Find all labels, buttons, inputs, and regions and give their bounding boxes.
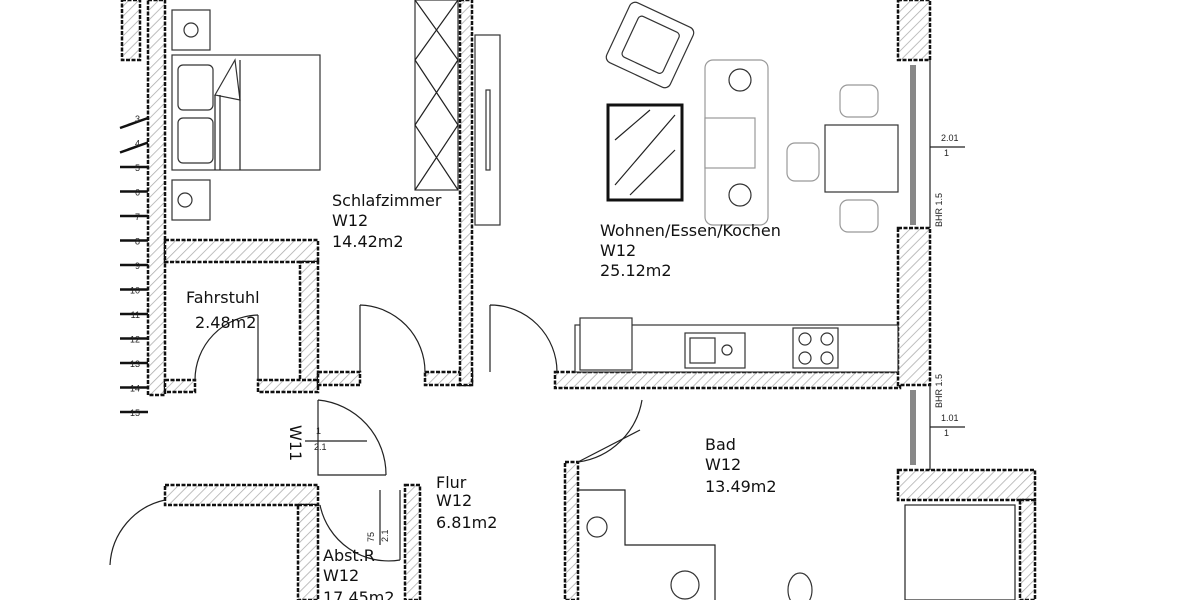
stair-number: 13 — [130, 359, 140, 369]
bed — [171, 9, 321, 221]
door-abstr-dimension: 75 2.1 — [366, 490, 390, 545]
svg-text:1: 1 — [944, 428, 949, 438]
room-wohnen: Wohnen/Essen/Kochen W12 25.12m2 — [600, 221, 781, 280]
stair-number: 9 — [135, 261, 140, 271]
svg-text:2.1: 2.1 — [314, 442, 327, 452]
svg-text:2.1: 2.1 — [380, 529, 390, 542]
room-schlafzimmer: Schlafzimmer W12 14.42m2 — [332, 191, 442, 251]
window-upper-dimension: 2.01 1 BHR 1.5 — [930, 133, 965, 227]
walls — [120, 0, 1037, 600]
svg-text:2.48m2: 2.48m2 — [195, 313, 256, 332]
svg-text:13.49m2: 13.49m2 — [705, 477, 777, 496]
svg-text:BHR 1.5: BHR 1.5 — [934, 193, 944, 227]
svg-text:Wohnen/Essen/Kochen: Wohnen/Essen/Kochen — [600, 221, 781, 240]
kitchen-counter — [574, 317, 899, 373]
bath-fixtures — [578, 489, 1016, 600]
svg-text:W12: W12 — [705, 455, 741, 474]
stair-number: 15 — [130, 408, 140, 418]
stair-step — [119, 116, 149, 130]
doors — [109, 304, 643, 566]
svg-text:2.01: 2.01 — [941, 133, 959, 143]
svg-text:Schlafzimmer: Schlafzimmer — [332, 191, 442, 210]
stair-number: 11 — [131, 310, 140, 320]
staircase: 3 4 5 6 7 8 9 10 11 12 13 14 15 — [119, 114, 149, 418]
unit-w11-label: W11 — [286, 425, 305, 461]
wardrobe — [414, 0, 459, 191]
svg-text:17.45m2: 17.45m2 — [323, 588, 395, 600]
stair-number: 5 — [135, 163, 140, 173]
svg-text:25.12m2: 25.12m2 — [600, 261, 672, 280]
door-w11-dimension: 1 2.1 — [305, 426, 367, 452]
room-abstr: Abst.R W12 17.45m2 — [323, 546, 395, 600]
stair-number: 3 — [135, 114, 140, 124]
svg-text:W12: W12 — [436, 491, 472, 510]
window-lower-dimension: BHR 1.5 1.01 1 — [930, 374, 965, 438]
stair-number: 7 — [135, 212, 140, 222]
svg-text:Fahrstuhl: Fahrstuhl — [186, 288, 260, 307]
svg-text:14.42m2: 14.42m2 — [332, 232, 404, 251]
svg-text:Bad: Bad — [705, 435, 736, 454]
svg-text:1.01: 1.01 — [941, 413, 959, 423]
stair-number: 10 — [130, 286, 140, 296]
svg-text:W12: W12 — [332, 211, 368, 230]
stair-step — [119, 141, 149, 154]
stair-number: 8 — [135, 237, 140, 247]
room-bad: Bad W12 13.49m2 — [705, 435, 777, 496]
svg-text:W12: W12 — [323, 566, 359, 585]
room-fahrstuhl: Fahrstuhl 2.48m2 — [186, 288, 260, 332]
tv — [485, 89, 491, 171]
stair-number: 4 — [135, 139, 140, 149]
sofa — [704, 59, 769, 226]
coffee-table — [606, 103, 684, 202]
svg-text:75: 75 — [366, 532, 376, 542]
armchair — [605, 1, 695, 89]
svg-text:Abst.R: Abst.R — [323, 546, 375, 565]
svg-text:BHR 1.5: BHR 1.5 — [934, 374, 944, 408]
svg-text:Flur: Flur — [436, 473, 467, 492]
stair-number: 14 — [130, 384, 140, 394]
room-flur: Flur W12 6.81m2 — [436, 473, 497, 532]
svg-text:1: 1 — [316, 426, 321, 436]
dining-table — [786, 84, 899, 233]
svg-text:W12: W12 — [600, 241, 636, 260]
stair-number: 6 — [135, 188, 140, 198]
stair-number: 12 — [130, 335, 140, 345]
svg-text:6.81m2: 6.81m2 — [436, 513, 497, 532]
svg-text:1: 1 — [944, 148, 949, 158]
